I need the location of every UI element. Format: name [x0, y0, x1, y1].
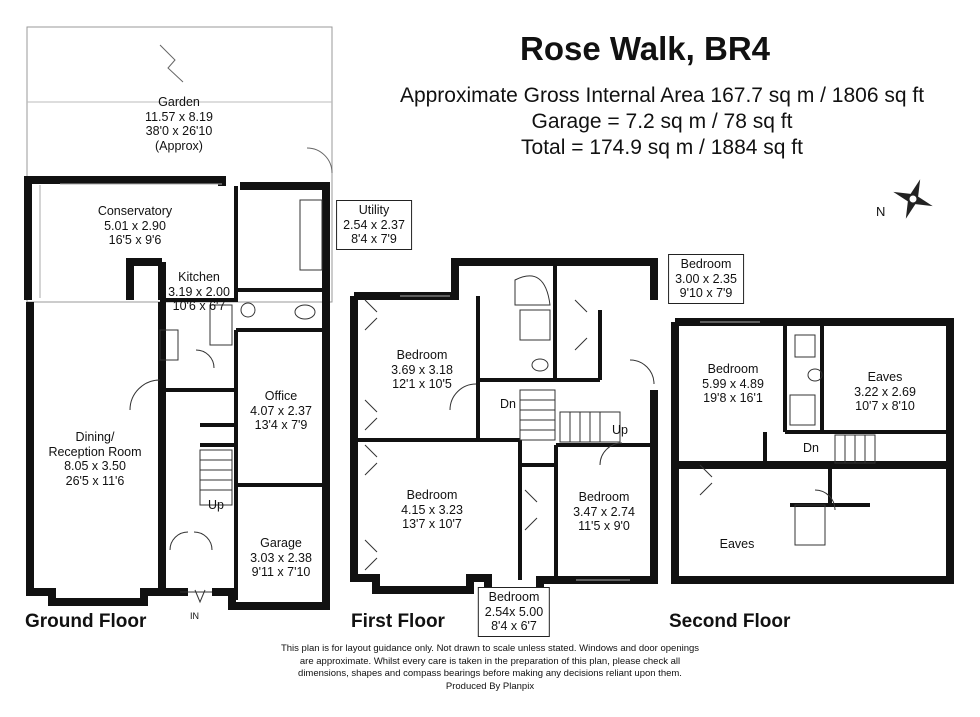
first-floor-internal	[354, 262, 654, 580]
north-label: N	[876, 204, 886, 219]
ground-stairs-up: Up	[208, 498, 224, 512]
second-floor-label: Second Floor	[669, 611, 791, 632]
room-first-bedroom-3: Bedroom 3.47 x 2.74 11'5 x 9'0	[573, 490, 635, 533]
second-stairs-down: Dn	[803, 441, 819, 455]
room-kitchen: Kitchen 3.19 x 2.00 10'6 x 6'7	[168, 270, 230, 313]
room-first-bedroom-1: Bedroom 3.69 x 3.18 12'1 x 10'5	[391, 348, 453, 391]
room-dining-reception: Dining/ Reception Room 8.05 x 3.50 26'5 …	[48, 430, 142, 488]
ground-floor-fixtures	[39, 183, 323, 604]
room-garage: Garage 3.03 x 2.38 9'11 x 7'10	[250, 536, 312, 579]
room-eaves-storage: Eaves 3.22 x 2.69 10'7 x 8'10	[854, 370, 916, 413]
second-floor-walls	[671, 318, 954, 584]
second-floor-internal	[763, 322, 950, 507]
disclaimer-line-1: This plan is for layout guidance only. N…	[280, 643, 700, 654]
room-first-bedroom-2: Bedroom 4.15 x 3.23 13'7 x 10'7	[401, 488, 463, 531]
plan-title: Rose Walk, BR4	[520, 30, 771, 67]
gross-area: Approximate Gross Internal Area 167.7 sq…	[399, 84, 925, 107]
first-stairs-down: Dn	[500, 397, 516, 411]
ground-floor-walls	[24, 176, 330, 610]
room-garden: Garden 11.57 x 8.19 38'0 x 26'10 (Approx…	[145, 95, 213, 153]
room-first-bedroom-5: Bedroom 3.00 x 2.35 9'10 x 7'9	[668, 254, 744, 304]
ground-floor-internal	[160, 186, 326, 600]
room-eaves-lower: Eaves	[719, 537, 755, 551]
disclaimer-line-3: dimensions, shapes and compass bearings …	[298, 668, 682, 679]
first-stairs-up: Up	[612, 423, 628, 437]
first-floor-fixtures	[364, 275, 655, 581]
ground-floor-label: Ground Floor	[25, 611, 147, 632]
first-floor-walls	[350, 258, 658, 598]
garage-area: Garage = 7.2 sq m / 78 sq ft	[531, 110, 793, 133]
room-utility: Utility 2.54 x 2.37 8'4 x 7'9	[336, 200, 412, 250]
room-second-bedroom: Bedroom 5.99 x 4.89 19'8 x 16'1	[702, 362, 764, 405]
room-conservatory: Conservatory 5.01 x 2.90 16'5 x 9'6	[97, 204, 173, 247]
entrance-label: IN	[190, 611, 199, 621]
garden-outline	[26, 26, 333, 303]
room-office: Office 4.07 x 2.37 13'4 x 7'9	[250, 389, 312, 432]
disclaimer: This plan is for layout guidance only. N…	[240, 643, 740, 693]
room-first-bedroom-4: Bedroom 2.54x 5.00 8'4 x 6'7	[477, 587, 551, 637]
total-area: Total = 174.9 sq m / 1884 sq ft	[521, 136, 803, 159]
first-floor-label: First Floor	[351, 611, 445, 632]
compass-rose-icon	[893, 179, 933, 219]
disclaimer-line-2: are approximate. Whilst every care is ta…	[299, 655, 681, 667]
second-floor-fixtures	[699, 321, 876, 546]
credit-line: Produced By Planpix	[445, 680, 535, 692]
